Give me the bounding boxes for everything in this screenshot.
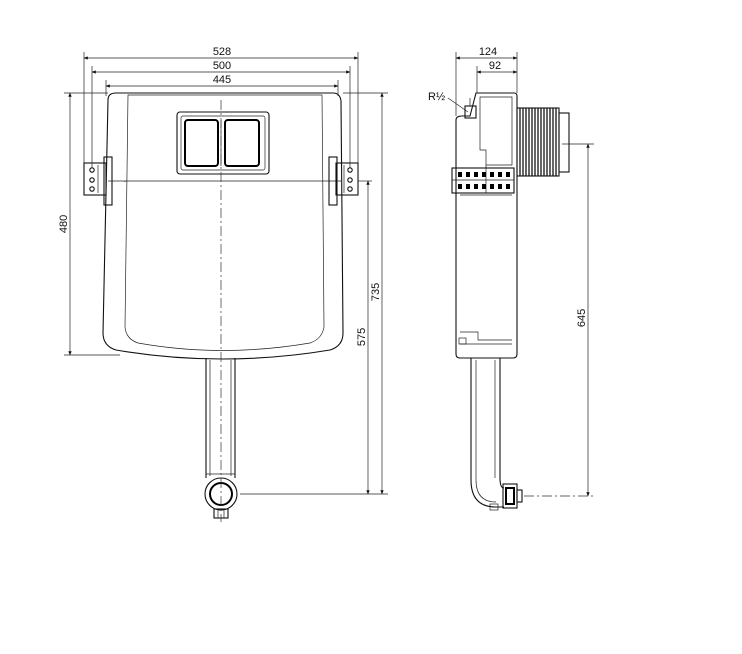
dim-124: 124 [479, 46, 497, 58]
side-flush-pipe [516, 107, 570, 177]
dim-480: 480 [58, 215, 70, 233]
front-height-right: 735 575 [240, 92, 388, 495]
dim-575: 575 [356, 328, 368, 346]
front-right-bracket [328, 156, 359, 206]
front-width-dimensions: 528 500 445 [83, 46, 359, 168]
flush-button-left [184, 119, 219, 167]
dim-92: 92 [489, 60, 501, 72]
dim-445: 445 [213, 74, 231, 86]
dim-528: 528 [213, 46, 231, 58]
front-left-bracket [83, 156, 113, 206]
side-inlet-valve [464, 105, 477, 119]
front-tank-body [102, 92, 344, 360]
front-view: 528 500 445 480 735 575 [58, 46, 388, 522]
side-height-645: 645 [562, 143, 594, 497]
front-height-480: 480 [58, 92, 120, 356]
dim-500: 500 [213, 60, 231, 72]
side-mounting-bar [451, 167, 515, 194]
side-view: 124 92 R½ 645 [428, 46, 595, 511]
thread-label: R½ [428, 91, 445, 103]
flush-button-right [224, 119, 260, 167]
side-tank-body [455, 92, 518, 359]
side-downpipe [470, 358, 523, 511]
dim-645: 645 [576, 309, 588, 327]
dim-735: 735 [370, 283, 382, 301]
front-tank-inner [124, 94, 325, 351]
flush-plate [176, 111, 270, 175]
side-depth-dimensions: 124 92 [455, 46, 518, 116]
